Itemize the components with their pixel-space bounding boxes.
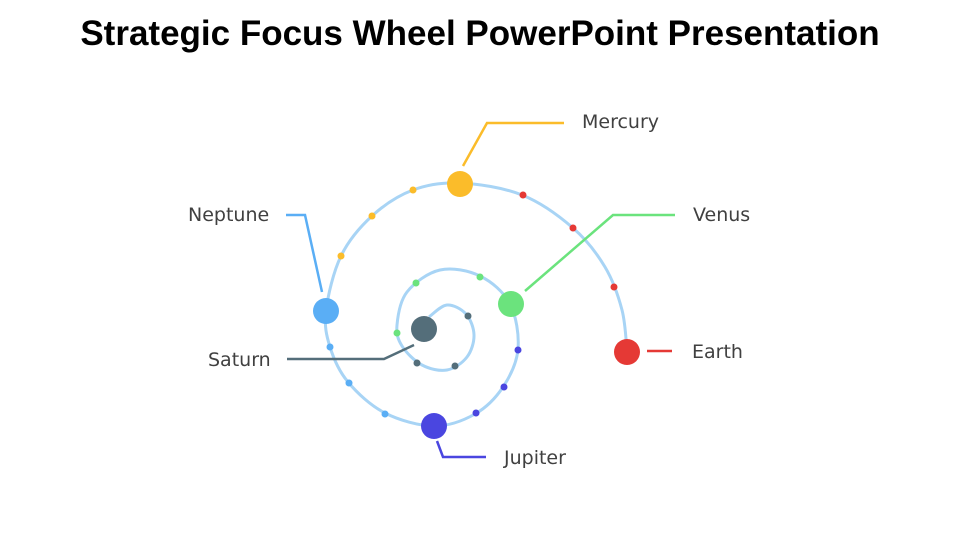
orbit-dot-neptune <box>381 410 389 418</box>
orbit-dot-saturn <box>413 359 421 367</box>
slide-title: Strategic Focus Wheel PowerPoint Present… <box>80 14 880 53</box>
planet-node-earth <box>614 339 640 365</box>
leader-line-neptune <box>286 213 324 293</box>
label-saturn: Saturn <box>208 349 271 371</box>
orbit-dot-earth <box>519 191 527 199</box>
label-earth: Earth <box>692 341 743 363</box>
label-mercury: Mercury <box>582 111 660 133</box>
planet-node-mercury <box>447 171 473 197</box>
orbit-dot-neptune <box>345 379 353 387</box>
orbit-dot-neptune <box>326 343 334 351</box>
orbit-dot-jupiter <box>500 383 508 391</box>
orbit-dot-earth <box>610 283 618 291</box>
orbit-dot-venus <box>412 279 420 287</box>
planet-node-jupiter <box>421 413 447 439</box>
leader-line-venus <box>524 213 675 292</box>
leader-line-saturn <box>287 343 415 361</box>
leader-line-mercury <box>461 121 564 167</box>
orbit-dot-mercury <box>409 186 417 194</box>
orbit-dot-jupiter <box>472 409 480 417</box>
orbit-dot-saturn <box>464 312 472 320</box>
orbit-dot-earth <box>569 224 577 232</box>
label-venus: Venus <box>693 204 751 226</box>
label-neptune: Neptune <box>188 204 270 226</box>
orbit-dot-jupiter <box>514 346 522 354</box>
orbit-dot-venus <box>393 329 401 337</box>
orbit-dot-mercury <box>368 212 376 220</box>
planet-node-neptune <box>313 298 339 324</box>
spiral-path <box>323 181 629 428</box>
orbit-dot-venus <box>476 273 484 281</box>
orbit-dot-mercury <box>337 252 345 260</box>
planet-node-venus <box>498 291 524 317</box>
orbit-dot-saturn <box>451 362 459 370</box>
leader-line-jupiter <box>435 440 486 459</box>
label-jupiter: Jupiter <box>504 447 566 469</box>
planet-node-saturn <box>411 316 437 342</box>
